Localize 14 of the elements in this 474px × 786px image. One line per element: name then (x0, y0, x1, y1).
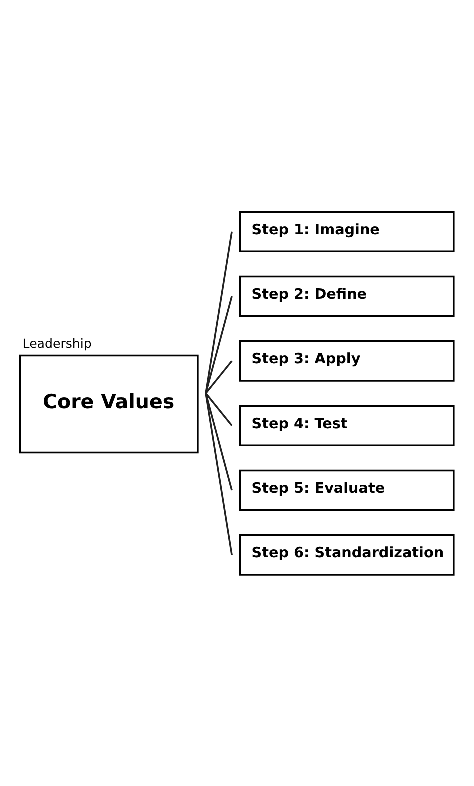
node-label: Leadership (22, 335, 92, 350)
connector (205, 392, 233, 490)
node-box: Step 2: Define (239, 275, 455, 317)
node-box: Core Values (19, 354, 199, 454)
node-box: Step 5: Evaluate (239, 469, 455, 511)
connector (205, 296, 233, 394)
node-box: Step 6: Standardization (239, 534, 455, 576)
node-box: Step 4: Test (239, 404, 455, 446)
node-box: Step 3: Apply (239, 340, 455, 382)
connector (205, 360, 233, 394)
connector (205, 392, 233, 426)
connector (205, 231, 233, 394)
node-box: Step 1: Imagine (239, 210, 455, 252)
connector (205, 392, 233, 555)
